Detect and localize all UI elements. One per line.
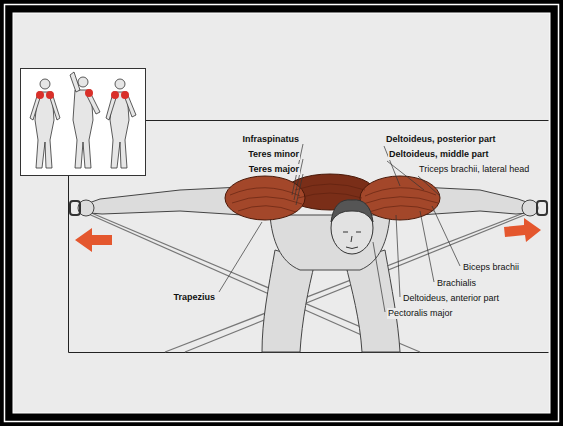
leader-lines: [396, 215, 400, 297]
shoulder-muscles: [369, 206, 434, 212]
shoulder-muscles: [363, 197, 438, 204]
muscle-label: Triceps brachii, lateral head: [418, 164, 530, 175]
shoulder-muscles: [298, 193, 362, 198]
muscle-label: Teres minor: [247, 149, 300, 160]
motion-arrows: [504, 218, 541, 242]
inset-figures: [85, 89, 93, 97]
motion-arrows: [75, 228, 112, 252]
shoulder-muscles: [365, 188, 436, 196]
muscle-label: Deltoideus, middle part: [388, 149, 490, 160]
shoulder-muscles: [295, 184, 365, 190]
leader-lines: [420, 211, 434, 282]
leader-lines: [432, 206, 460, 266]
handles: [70, 201, 80, 215]
handles: [537, 201, 547, 215]
muscle-label: Biceps brachii: [462, 262, 520, 273]
head: [343, 232, 361, 249]
inset-figures: [115, 79, 125, 89]
motion-arrows: [75, 218, 541, 252]
inset-figures: [21, 69, 146, 176]
leader-lines: [219, 222, 262, 292]
inset-figures: [46, 91, 54, 99]
muscle-label: Trapezius: [172, 292, 216, 303]
cables: [82, 209, 534, 352]
inset-figures: [36, 89, 129, 99]
head: [331, 200, 373, 222]
muscle-label: Pectoralis major: [387, 308, 454, 319]
inset-figures: [21, 69, 146, 176]
inset-figures: [78, 77, 88, 87]
inset-figures: [30, 72, 136, 168]
muscle-label: Deltoideus, posterior part: [385, 134, 497, 145]
legs: [262, 215, 400, 352]
muscle-label: Deltoideus, anterior part: [402, 293, 500, 304]
inset-figures: [111, 91, 119, 99]
leader-lines: [418, 176, 440, 196]
muscle-label: Infraspinatus: [241, 134, 300, 145]
picture-border: [146, 120, 549, 121]
inset-figures: [70, 72, 80, 92]
frame: [13, 13, 550, 413]
shoulder-muscles: [232, 197, 302, 204]
head: [331, 200, 373, 254]
inset-figures: [40, 79, 50, 89]
leader-lines: [373, 242, 385, 312]
frame: [5, 5, 559, 422]
arms: [522, 200, 538, 216]
shoulder-muscles: [360, 176, 440, 220]
muscle-label: Teres major: [248, 164, 300, 175]
leader-lines: [296, 174, 303, 205]
inset-figures: [121, 91, 129, 99]
shoulder-muscles: [238, 206, 296, 212]
muscle-label: Brachialis: [436, 278, 477, 289]
shoulder-muscles: [230, 188, 300, 196]
shoulder-muscles: [230, 184, 438, 212]
inset-figures: [36, 91, 44, 99]
shoulder-muscles: [225, 176, 305, 220]
